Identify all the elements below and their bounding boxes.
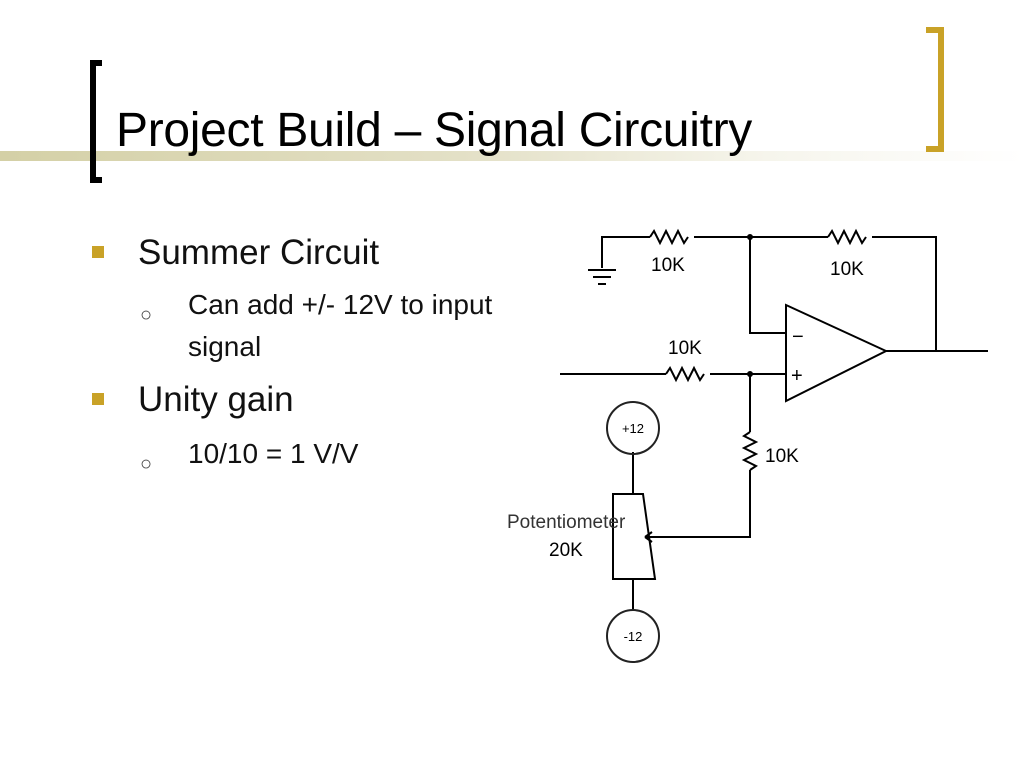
r-top-right-label: 10K [830, 259, 864, 280]
pot-value-label: 20K [549, 540, 583, 561]
square-bullet-icon [92, 246, 104, 258]
supply-positive-circle [606, 401, 660, 455]
resistor-bias [741, 431, 759, 471]
pot-label: Potentiometer [507, 512, 626, 533]
sub-bullet-text: 10/10 = 1 V/V [188, 438, 359, 469]
supply-negative-circle [606, 609, 660, 663]
r-input-label: 10K [668, 338, 702, 359]
square-bullet-icon [92, 393, 104, 405]
r-bias-label: 10K [765, 446, 799, 467]
slide-title: Project Build – Signal Circuitry [116, 104, 752, 157]
r-top-left-label: 10K [651, 255, 685, 276]
ground-symbol [588, 269, 616, 285]
circle-bullet-icon: ○ [140, 453, 153, 475]
feedback-wire [872, 236, 937, 351]
opamp-triangle [785, 303, 889, 403]
opamp-plus-label: + [791, 365, 803, 387]
resistor-input [665, 365, 705, 383]
junction-dots [747, 234, 753, 377]
potentiometer-body [612, 493, 657, 580]
resistor-top-right [827, 228, 867, 246]
supply-negative-label: -12 [624, 629, 643, 644]
bullet-text: Summer Circuit [138, 233, 380, 272]
circle-bullet-icon: ○ [140, 304, 153, 326]
resistor-top-left [649, 228, 689, 246]
pot-wiper-arrow [644, 531, 653, 543]
sub-bullet-text: Can add +/- 12V to input signal [188, 289, 493, 362]
bullet-text: Unity gain [138, 380, 294, 419]
left-bracket-decoration [90, 60, 102, 183]
title-underline-bar [0, 151, 1024, 161]
inverting-input-wire [749, 237, 786, 334]
supply-positive-label: +12 [622, 421, 644, 436]
bias-wire-bottom [645, 470, 751, 538]
right-bracket-decoration [926, 27, 944, 152]
opamp-minus-label: − [792, 326, 804, 348]
ground-wire [601, 236, 650, 268]
